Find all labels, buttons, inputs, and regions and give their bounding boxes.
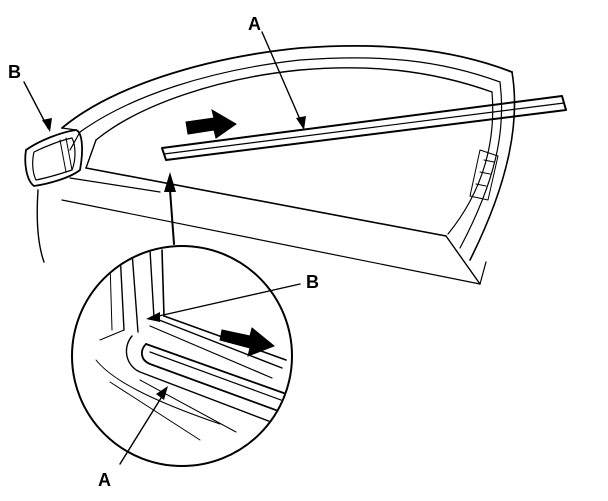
slide-direction-arrow: [185, 108, 237, 139]
inset-connector-arrow: [164, 172, 176, 245]
arrow-up-icon: [164, 172, 176, 192]
window-molding-strip: [161, 95, 567, 161]
callout-leaders: [23, 31, 306, 132]
side-mirror: [24, 127, 83, 187]
callout-label-strip: A: [248, 14, 261, 34]
arrow-right-icon: [219, 327, 275, 357]
callout-label-inset-corner: B: [306, 272, 319, 292]
detail-inset: [71, 245, 301, 467]
callout-label-mirror: B: [8, 62, 21, 82]
car-door-outline: [36, 44, 516, 285]
callout-label-inset-strip: A: [98, 470, 111, 490]
arrow-right-icon: [185, 108, 237, 139]
